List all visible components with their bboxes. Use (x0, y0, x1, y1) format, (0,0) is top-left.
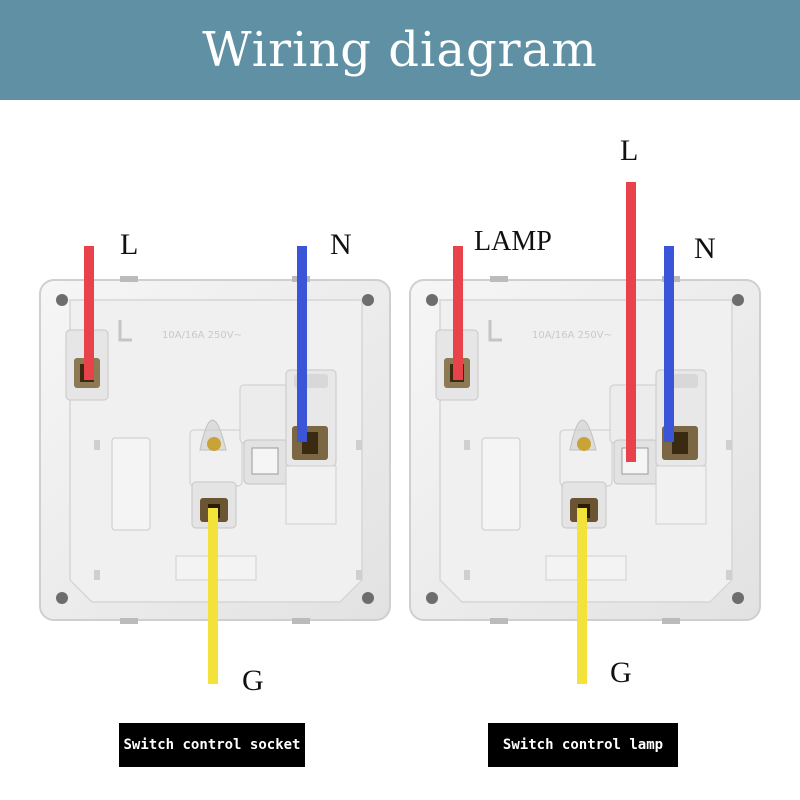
neutral-wire-left (297, 246, 307, 442)
neutral-label-right: N (694, 232, 716, 265)
caption-text-right: Switch control lamp (502, 737, 664, 753)
lamp-label-right: LAMP (474, 226, 552, 257)
socket-panel-left (38, 246, 392, 684)
socket-panel-right (408, 182, 762, 684)
ground-label-left: G (242, 664, 264, 697)
caption-text-left: Switch control socket (123, 737, 301, 753)
line-wire-right (626, 182, 636, 462)
line-label-left: L (120, 228, 139, 261)
ground-wire-right (577, 508, 587, 684)
line-label-right: L (620, 134, 639, 167)
ground-wire-left (208, 508, 218, 684)
ground-label-right: G (610, 656, 632, 689)
neutral-label-left: N (330, 228, 352, 261)
line-wire-left (84, 246, 94, 380)
caption-switch-control-socket: Switch control socket (119, 723, 305, 767)
neutral-wire-right (664, 246, 674, 442)
title-banner: Wiring diagram (0, 0, 800, 100)
lamp-wire-right (453, 246, 463, 380)
page-title: Wiring diagram (202, 22, 598, 78)
caption-switch-control-lamp: Switch control lamp (488, 723, 678, 767)
